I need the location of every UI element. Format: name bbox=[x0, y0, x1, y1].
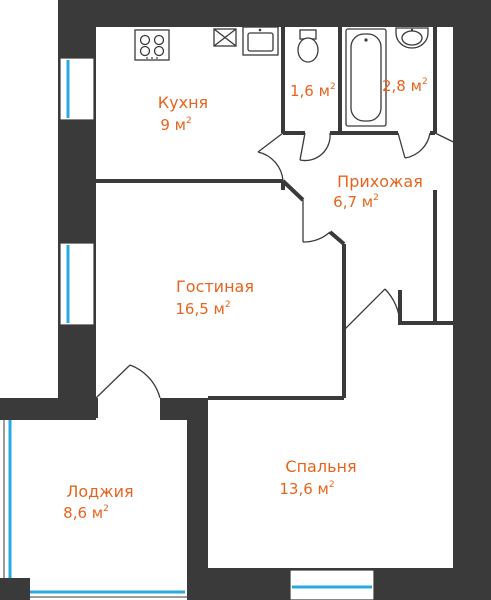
svg-text:6,7 м2: 6,7 м2 bbox=[333, 193, 379, 211]
bathroom-label: 2,8 м2 bbox=[382, 77, 428, 95]
area-unit-sup: 2 bbox=[186, 116, 192, 126]
area-unit-sup: 2 bbox=[225, 300, 231, 310]
washbasin-icon bbox=[395, 27, 429, 49]
room-name: Кухня bbox=[158, 93, 208, 112]
interior-walls bbox=[94, 27, 453, 418]
room-name: Лоджия bbox=[66, 482, 133, 501]
area-unit-sup: 2 bbox=[373, 193, 379, 203]
area-unit-sup: 2 bbox=[330, 82, 336, 92]
room-area: 16,5 м bbox=[175, 300, 224, 318]
svg-text:8,6 м2: 8,6 м2 bbox=[63, 504, 109, 522]
bathtub-icon bbox=[345, 28, 387, 127]
room-area: 13,6 м bbox=[279, 480, 328, 498]
living-label: Гостиная 16,5 м2 bbox=[175, 277, 254, 318]
dishwasher-icon bbox=[213, 28, 237, 47]
svg-text:13,6 м2: 13,6 м2 bbox=[279, 480, 334, 498]
room-name: Гостиная bbox=[176, 277, 254, 296]
kitchen-label: Кухня 9 м2 bbox=[158, 93, 208, 134]
area-unit-sup: 2 bbox=[422, 77, 428, 87]
room-area: 1,6 м bbox=[290, 82, 330, 100]
toilet-icon bbox=[297, 29, 319, 63]
room-area: 2,8 м bbox=[382, 77, 422, 95]
room-area: 9 м bbox=[160, 116, 186, 134]
svg-text:9 м2: 9 м2 bbox=[160, 116, 191, 134]
bedroom-label: Спальня 13,6 м2 bbox=[279, 457, 356, 498]
room-area: 6,7 м bbox=[333, 193, 373, 211]
bedroom-window bbox=[289, 569, 375, 600]
area-unit-sup: 2 bbox=[329, 480, 335, 490]
doors bbox=[95, 132, 483, 399]
room-name: Прихожая bbox=[337, 172, 423, 191]
area-unit-sup: 2 bbox=[103, 504, 109, 514]
kitchen-sink-icon bbox=[242, 26, 279, 56]
room-area: 8,6 м bbox=[63, 504, 103, 522]
stove-icon bbox=[134, 29, 170, 61]
kitchen-window bbox=[59, 57, 95, 121]
living-window bbox=[59, 242, 95, 326]
svg-text:16,5 м2: 16,5 м2 bbox=[175, 300, 230, 318]
svg-text:2,8 м2: 2,8 м2 bbox=[382, 77, 428, 95]
svg-text:1,6 м2: 1,6 м2 bbox=[290, 82, 336, 100]
loggia-label: Лоджия 8,6 м2 bbox=[63, 482, 134, 522]
wc-label: 1,6 м2 bbox=[290, 82, 336, 100]
room-name: Спальня bbox=[285, 457, 356, 476]
loggia-glazing bbox=[0, 420, 187, 600]
hallway-label: Прихожая 6,7 м2 bbox=[333, 172, 423, 211]
